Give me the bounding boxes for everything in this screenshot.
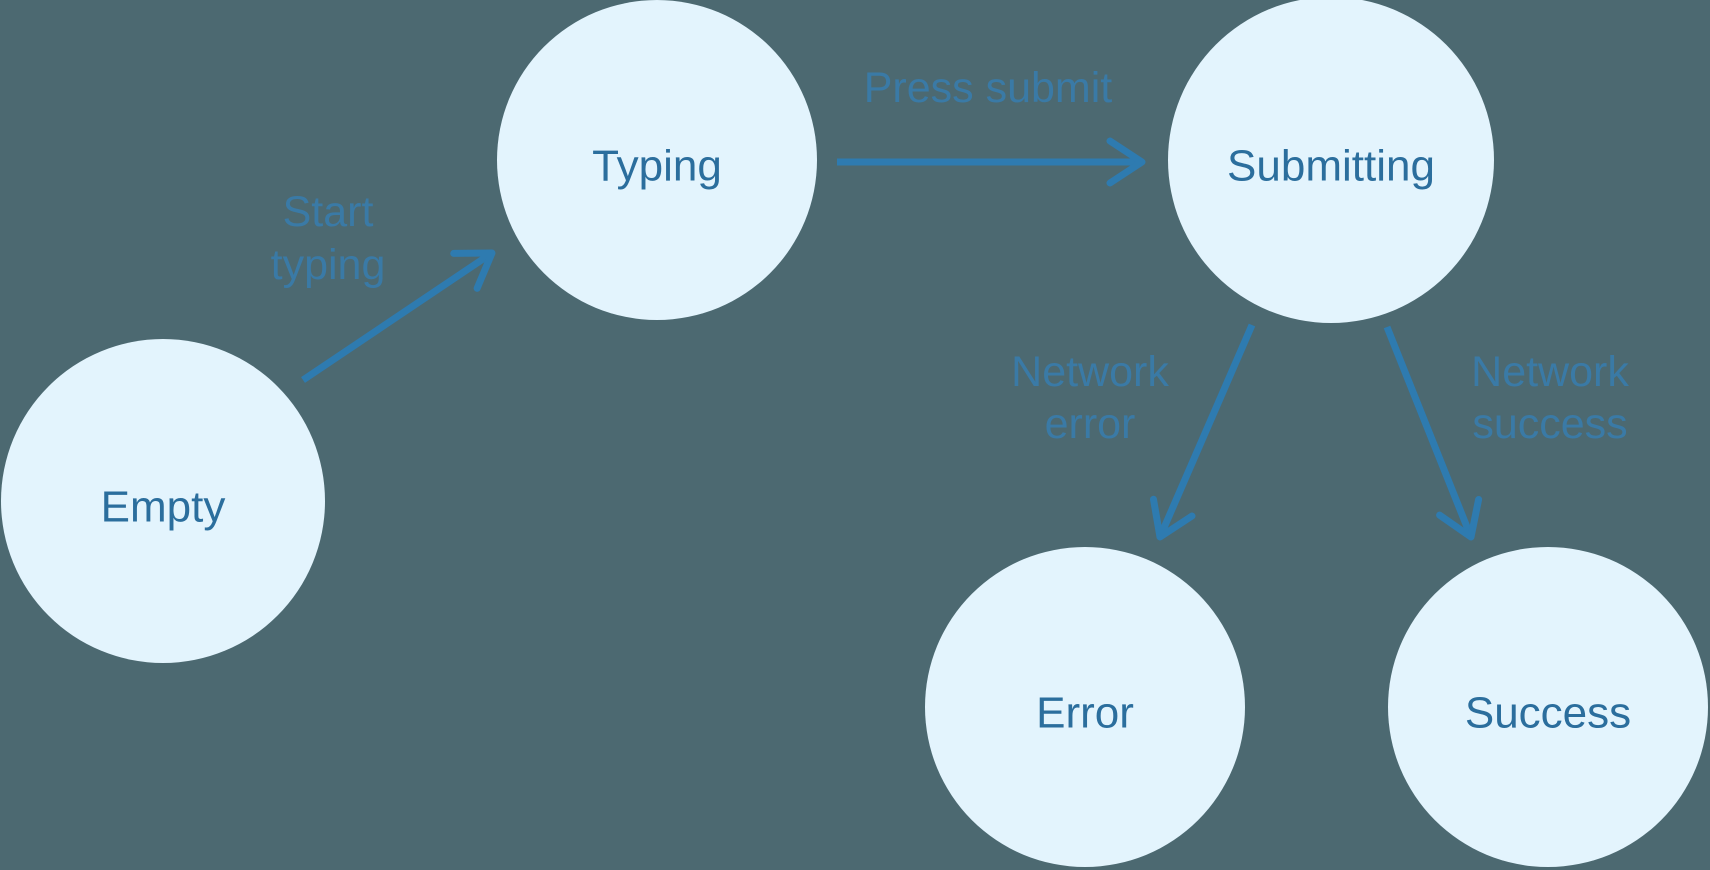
edge-press-submit-label: Press submit [864, 64, 1113, 112]
edge-network-success: Network success [1383, 325, 1629, 541]
node-success: Success [1388, 547, 1708, 867]
edge-network-success-arrow [1383, 325, 1483, 541]
node-submitting-circle [1168, 0, 1494, 323]
edge-press-submit: Press submit [837, 64, 1146, 187]
edge-network-error-label-line1: Network [1011, 348, 1169, 396]
node-error: Error [925, 547, 1245, 867]
node-empty: Empty [1, 339, 325, 663]
edge-network-error-label-line2: error [1045, 400, 1136, 448]
edge-network-error-arrow [1149, 323, 1256, 541]
edge-start-typing-label-line2: typing [271, 241, 386, 289]
node-submitting-label: Submitting [1227, 142, 1435, 191]
node-typing-circle [497, 0, 817, 320]
edge-network-success-label-line1: Network [1471, 348, 1629, 396]
edge-start-typing: Start typing [271, 188, 496, 383]
edge-start-typing-arrow [301, 249, 496, 383]
node-empty-label: Empty [101, 483, 226, 532]
node-submitting: Submitting [1168, 0, 1494, 323]
node-success-circle [1388, 547, 1708, 867]
edge-start-typing-label-line1: Start [283, 188, 374, 236]
node-error-circle [925, 547, 1245, 867]
edge-network-error: Network error [1011, 323, 1256, 541]
node-typing-label: Typing [592, 142, 722, 191]
node-empty-circle [1, 339, 325, 663]
node-typing: Typing [497, 0, 817, 320]
node-error-label: Error [1036, 689, 1134, 738]
edge-network-success-label-line2: success [1472, 400, 1627, 448]
node-success-label: Success [1465, 689, 1631, 738]
